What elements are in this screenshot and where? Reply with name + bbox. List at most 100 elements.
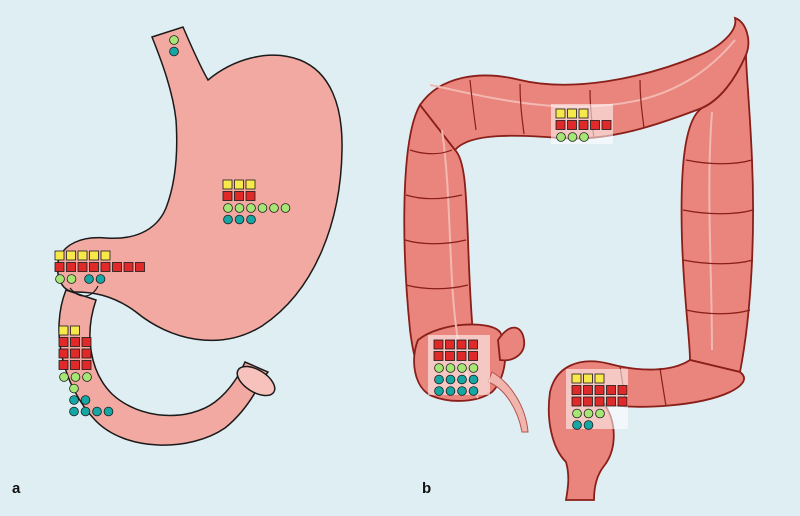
- teal-circle-marker: [457, 374, 467, 385]
- teal-circle-marker: [234, 214, 245, 225]
- yellow-square-marker: [571, 373, 582, 384]
- red-square-marker: [468, 339, 478, 350]
- teal-circle-marker: [468, 374, 479, 385]
- red-square-marker: [606, 396, 616, 407]
- red-square-marker: [567, 120, 577, 130]
- teal-circle-marker: [95, 274, 106, 284]
- yellow-square-marker: [58, 325, 69, 336]
- red-square-marker: [617, 385, 628, 395]
- yellow-square-marker: [578, 108, 589, 119]
- red-square-marker: [445, 351, 455, 361]
- red-square-marker: [245, 191, 256, 201]
- light-green-circle-marker: [82, 372, 92, 382]
- light-green-circle-marker: [579, 132, 589, 142]
- red-square-marker: [433, 339, 444, 350]
- light-green-circle-marker: [223, 203, 233, 213]
- red-square-marker: [606, 385, 616, 395]
- yellow-square-marker: [234, 179, 244, 190]
- teal-circle-marker: [84, 274, 94, 284]
- teal-circle-marker: [583, 420, 594, 430]
- yellow-square-marker: [222, 179, 233, 190]
- red-square-marker: [445, 339, 455, 350]
- yellow-square-marker: [89, 250, 99, 261]
- red-square-marker: [58, 360, 69, 370]
- light-green-circle-marker: [445, 363, 456, 373]
- red-square-marker: [135, 262, 145, 272]
- yellow-square-marker: [567, 108, 577, 119]
- yellow-square-marker: [54, 250, 65, 261]
- light-green-circle-marker: [280, 203, 291, 213]
- red-square-marker: [66, 262, 76, 272]
- red-square-marker: [456, 339, 467, 350]
- red-square-marker: [571, 396, 582, 407]
- red-square-marker: [81, 360, 92, 370]
- teal-circle-marker: [223, 214, 233, 225]
- teal-circle-marker: [80, 406, 91, 417]
- red-square-marker: [555, 120, 566, 130]
- red-square-marker: [594, 385, 605, 395]
- teal-circle-marker: [69, 395, 79, 405]
- red-square-marker: [100, 262, 111, 272]
- red-square-marker: [590, 120, 600, 130]
- red-square-marker: [89, 262, 99, 272]
- yellow-square-marker: [66, 250, 76, 261]
- teal-circle-marker: [445, 374, 456, 385]
- light-green-circle-marker: [246, 203, 256, 213]
- light-green-circle-marker: [257, 203, 268, 213]
- light-green-circle-marker: [55, 274, 65, 284]
- red-square-marker: [70, 348, 80, 359]
- light-green-circle-marker: [69, 383, 79, 394]
- teal-circle-marker: [246, 214, 256, 225]
- teal-circle-marker: [103, 406, 114, 417]
- light-green-circle-marker: [468, 363, 479, 373]
- red-square-marker: [578, 120, 589, 130]
- red-square-marker: [571, 385, 582, 395]
- yellow-square-marker: [245, 179, 256, 190]
- red-square-marker: [468, 351, 478, 361]
- teal-circle-marker: [572, 420, 582, 430]
- markers: [54, 35, 628, 430]
- teal-circle-marker: [92, 406, 102, 417]
- panel-label-a: a: [12, 480, 21, 497]
- red-square-marker: [81, 337, 92, 347]
- light-green-circle-marker: [70, 372, 81, 382]
- light-green-circle-marker: [66, 274, 77, 284]
- red-square-marker: [583, 385, 593, 395]
- red-square-marker: [58, 348, 69, 359]
- teal-circle-marker: [69, 406, 79, 417]
- light-green-circle-marker: [234, 203, 245, 213]
- stomach-drawing: [56, 26, 343, 446]
- teal-circle-marker: [434, 386, 444, 396]
- light-green-circle-marker: [269, 203, 279, 213]
- ileum: [487, 371, 529, 433]
- light-green-circle-marker: [169, 35, 179, 45]
- light-green-circle-marker: [434, 363, 444, 373]
- red-square-marker: [81, 348, 92, 359]
- red-square-marker: [123, 262, 134, 272]
- light-green-circle-marker: [567, 132, 578, 142]
- red-square-marker: [594, 396, 605, 407]
- teal-circle-marker: [434, 374, 444, 385]
- yellow-square-marker: [583, 373, 593, 384]
- light-green-circle-marker: [583, 408, 594, 419]
- red-square-marker: [222, 191, 233, 201]
- teal-circle-marker: [80, 395, 91, 405]
- light-green-circle-marker: [572, 408, 582, 419]
- red-square-marker: [58, 337, 69, 347]
- light-green-circle-marker: [595, 408, 605, 419]
- light-green-circle-marker: [556, 132, 566, 142]
- red-square-marker: [70, 337, 80, 347]
- panel-label-b: b: [422, 480, 432, 497]
- red-square-marker: [234, 191, 244, 201]
- duodenal-opening: [236, 365, 276, 397]
- yellow-square-marker: [77, 250, 88, 261]
- teal-circle-marker: [169, 46, 179, 57]
- red-square-marker: [54, 262, 65, 272]
- teal-circle-marker: [468, 386, 479, 396]
- red-square-marker: [70, 360, 80, 370]
- red-square-marker: [601, 120, 612, 130]
- pylorus-fold: [69, 285, 99, 297]
- appendix: [497, 326, 525, 362]
